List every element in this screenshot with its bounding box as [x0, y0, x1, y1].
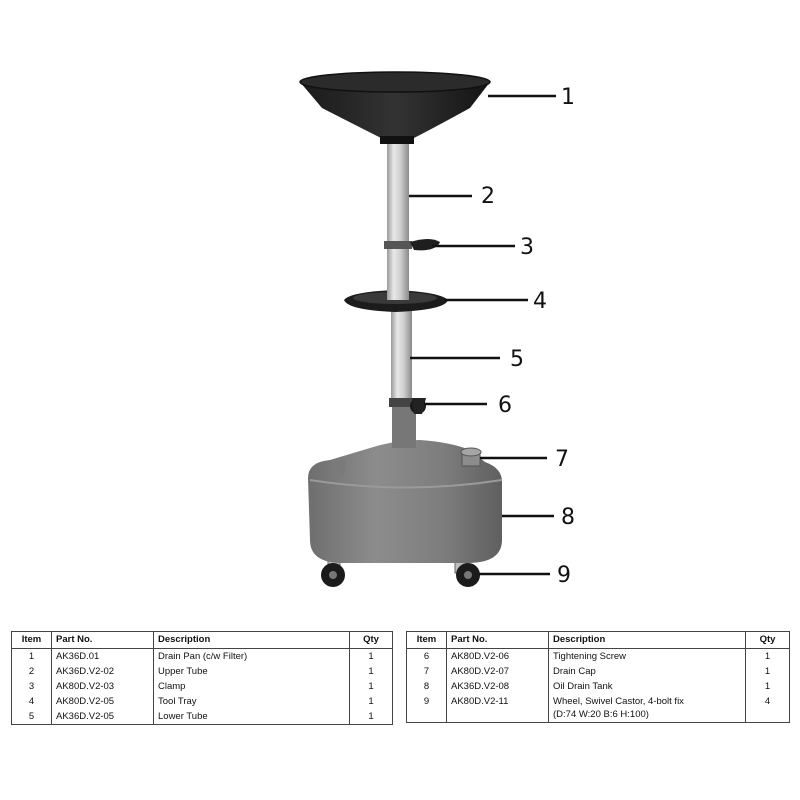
cell-part-no: AK36D.V2-08	[446, 679, 549, 694]
cell-description: Drain Pan (c/w Filter)	[153, 648, 350, 664]
cell-description: Wheel, Swivel Castor, 4-bolt fix (D:74 W…	[548, 694, 746, 723]
header-item: Item	[11, 631, 52, 649]
cell-item: 5	[11, 709, 52, 725]
cell-description: Lower Tube	[153, 709, 350, 725]
oil-drain-tank	[308, 440, 503, 563]
header-part-no: Part No.	[446, 631, 549, 649]
cell-part-no: AK80D.V2-05	[51, 694, 154, 709]
table-row: 1 AK36D.01 Drain Pan (c/w Filter) 1	[11, 648, 393, 664]
cell-item: 7	[406, 664, 447, 679]
cell-description: Tightening Screw	[548, 648, 746, 664]
cell-description: Upper Tube	[153, 664, 350, 679]
cell-item: 2	[11, 664, 52, 679]
table-row: 9 AK80D.V2-11 Wheel, Swivel Castor, 4-bo…	[406, 694, 790, 723]
cell-item: 4	[11, 694, 52, 709]
header-description: Description	[153, 631, 350, 649]
drain-cap	[460, 447, 482, 467]
drain-pan	[299, 71, 491, 144]
cell-description: Tool Tray	[153, 694, 350, 709]
lower-tube	[391, 303, 412, 405]
cell-part-no: AK80D.V2-06	[446, 648, 549, 664]
callout-9: 9	[557, 563, 571, 588]
table-row: 4 AK80D.V2-05 Tool Tray 1	[11, 694, 393, 709]
table-row: 8 AK36D.V2-08 Oil Drain Tank 1	[406, 679, 790, 694]
clamp	[384, 239, 440, 251]
cell-part-no: AK80D.V2-07	[446, 664, 549, 679]
description-line-1: Wheel, Swivel Castor, 4-bolt fix	[553, 696, 684, 707]
tank-neck	[392, 404, 416, 448]
cell-part-no: AK36D.V2-05	[51, 709, 154, 725]
upper-tube	[387, 140, 409, 300]
callout-1: 1	[561, 85, 575, 110]
table-row: 5 AK36D.V2-05 Lower Tube 1	[11, 709, 393, 725]
table-row: 7 AK80D.V2-07 Drain Cap 1	[406, 664, 790, 679]
description-line-2: (D:74 W:20 B:6 H:100)	[553, 709, 649, 720]
cell-part-no: AK80D.V2-03	[51, 679, 154, 694]
cell-part-no: AK36D.01	[51, 648, 154, 664]
tightening-screw	[389, 398, 426, 414]
callout-8: 8	[561, 505, 575, 530]
wheels	[321, 556, 480, 587]
parts-table-right: Item Part No. Description Qty 6 AK80D.V2…	[406, 631, 790, 723]
cell-item: 9	[406, 694, 447, 723]
callout-7: 7	[555, 447, 569, 472]
table-header-row: Item Part No. Description Qty	[11, 631, 393, 649]
cell-qty: 1	[745, 679, 790, 694]
callout-5: 5	[510, 347, 524, 372]
oil-drain-diagram: 1 2 3 4 5 6 7 8 9	[299, 71, 575, 588]
parts-table-left: Item Part No. Description Qty 1 AK36D.01…	[11, 631, 393, 725]
cell-description: Clamp	[153, 679, 350, 694]
table-header-row: Item Part No. Description Qty	[406, 631, 790, 649]
header-qty: Qty	[349, 631, 393, 649]
header-description: Description	[548, 631, 746, 649]
cell-qty: 1	[349, 694, 393, 709]
cell-qty: 1	[349, 679, 393, 694]
cell-qty: 1	[349, 664, 393, 679]
cell-item: 1	[11, 648, 52, 664]
cell-description: Drain Cap	[548, 664, 746, 679]
header-item: Item	[406, 631, 447, 649]
cell-part-no: AK36D.V2-02	[51, 664, 154, 679]
table-row: 2 AK36D.V2-02 Upper Tube 1	[11, 664, 393, 679]
cell-qty: 1	[349, 709, 393, 725]
cell-qty: 4	[745, 694, 790, 723]
cell-part-no: AK80D.V2-11	[446, 694, 549, 723]
callout-2: 2	[481, 184, 495, 209]
header-part-no: Part No.	[51, 631, 154, 649]
cell-qty: 1	[745, 648, 790, 664]
table-row: 3 AK80D.V2-03 Clamp 1	[11, 679, 393, 694]
header-qty: Qty	[745, 631, 790, 649]
callout-6: 6	[498, 393, 512, 418]
callout-3: 3	[520, 235, 534, 260]
leader-lines	[409, 94, 556, 576]
cell-description: Oil Drain Tank	[548, 679, 746, 694]
cell-item: 8	[406, 679, 447, 694]
table-row: 6 AK80D.V2-06 Tightening Screw 1	[406, 648, 790, 664]
cell-qty: 1	[745, 664, 790, 679]
cell-item: 3	[11, 679, 52, 694]
cell-item: 6	[406, 648, 447, 664]
cell-qty: 1	[349, 648, 393, 664]
callout-4: 4	[533, 289, 547, 314]
